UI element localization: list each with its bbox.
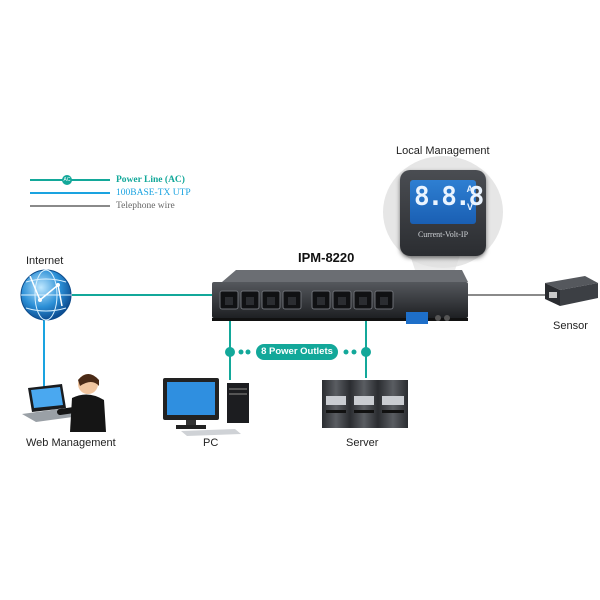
server-ac-marker — [361, 347, 371, 357]
legend-power-line-label: Power Line (AC) — [116, 175, 185, 185]
power-outlet-socket — [267, 297, 275, 305]
outlet-dots-left — [238, 349, 251, 355]
device-model-label: IPM-8220 — [298, 250, 355, 265]
power-outlet-socket — [225, 297, 233, 305]
outlet-group — [219, 290, 394, 310]
server-label: Server — [346, 437, 379, 449]
local-management-lcd: 8.8.8 A V Current-Volt-IP — [400, 170, 486, 256]
legend-telephone: Telephone wire — [30, 200, 175, 212]
pdu-button — [435, 315, 441, 321]
power-outlets-badge: 8 Power Outlets — [256, 344, 338, 360]
power-outlet-socket — [338, 297, 346, 305]
legend-utp: 100BASE-TX UTP — [30, 187, 191, 199]
legend-telephone-label: Telephone wire — [116, 201, 175, 211]
power-outlet-socket — [288, 297, 296, 305]
web-management-label: Web Management — [26, 437, 116, 449]
outlet-dots-right — [343, 349, 357, 355]
power-line-swatch: AC — [30, 175, 110, 185]
ac-badge: AC — [62, 175, 72, 185]
power-outlet-socket — [359, 297, 367, 305]
pc-label: PC — [203, 437, 219, 449]
pc-icon — [163, 378, 249, 436]
local-management-label: Local Management — [396, 145, 490, 157]
server-icon — [322, 380, 408, 428]
internet-globe-icon — [20, 269, 72, 321]
pdu-button-2 — [444, 315, 450, 321]
power-outlet-socket — [380, 297, 388, 305]
telephone-swatch — [30, 205, 110, 207]
legend-utp-label: 100BASE-TX UTP — [116, 188, 191, 198]
power-outlet-socket — [246, 297, 254, 305]
internet-label: Internet — [26, 255, 64, 267]
lcd-screen: 8.8.8 A V — [410, 180, 484, 224]
web-management-user-icon — [22, 374, 106, 432]
pdu-lcd-display — [406, 312, 428, 324]
sensor-icon — [545, 276, 598, 306]
lcd-caption: Current-Volt-IP — [417, 230, 469, 239]
lcd-unit-amps: A — [466, 184, 474, 194]
lcd-digits: 8.8.8 — [414, 182, 484, 212]
lcd-unit-volts: V — [466, 202, 473, 212]
legend-power-line: AC Power Line (AC) — [30, 174, 185, 186]
pc-ac-marker — [225, 347, 235, 357]
power-outlet-socket — [317, 297, 325, 305]
utp-swatch — [30, 192, 110, 194]
sensor-label: Sensor — [553, 320, 588, 332]
